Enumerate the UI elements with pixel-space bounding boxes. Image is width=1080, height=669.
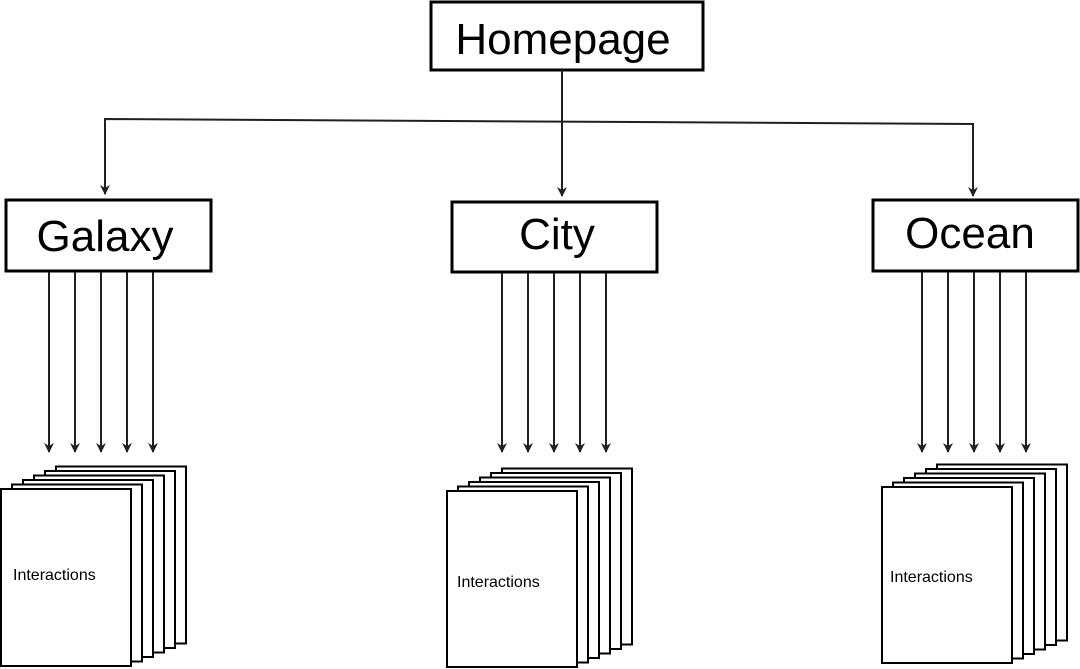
city-node: City — [450, 200, 659, 274]
homepage-connectors — [100, 70, 978, 197]
front-page — [881, 486, 1013, 664]
front-page — [446, 490, 578, 668]
galaxy-page-stack — [0, 465, 187, 667]
galaxy-interactions-label: Interactions — [13, 567, 96, 584]
ocean-arrow-fan — [917, 272, 1031, 453]
ocean-interactions-label: Interactions — [890, 569, 973, 586]
homepage-node: Homepage — [429, 0, 705, 72]
homepage-label: Homepage — [455, 15, 670, 64]
homepage-box — [429, 0, 705, 72]
ocean-box — [871, 198, 1080, 273]
city-label: City — [519, 210, 595, 259]
ocean-label: Ocean — [905, 209, 1035, 258]
city-interactions-label: Interactions — [457, 574, 540, 591]
city-box — [450, 200, 659, 274]
galaxy-node: Galaxy — [4, 198, 213, 273]
branch-line — [104, 117, 978, 197]
front-page — [0, 488, 132, 667]
galaxy-arrow-fan — [44, 272, 158, 453]
city-arrow-fan — [497, 273, 611, 453]
galaxy-label: Galaxy — [37, 212, 174, 261]
city-page-stack — [446, 467, 633, 668]
galaxy-box — [4, 198, 213, 273]
ocean-page-stack — [881, 463, 1068, 664]
ocean-node: Ocean — [871, 198, 1080, 273]
